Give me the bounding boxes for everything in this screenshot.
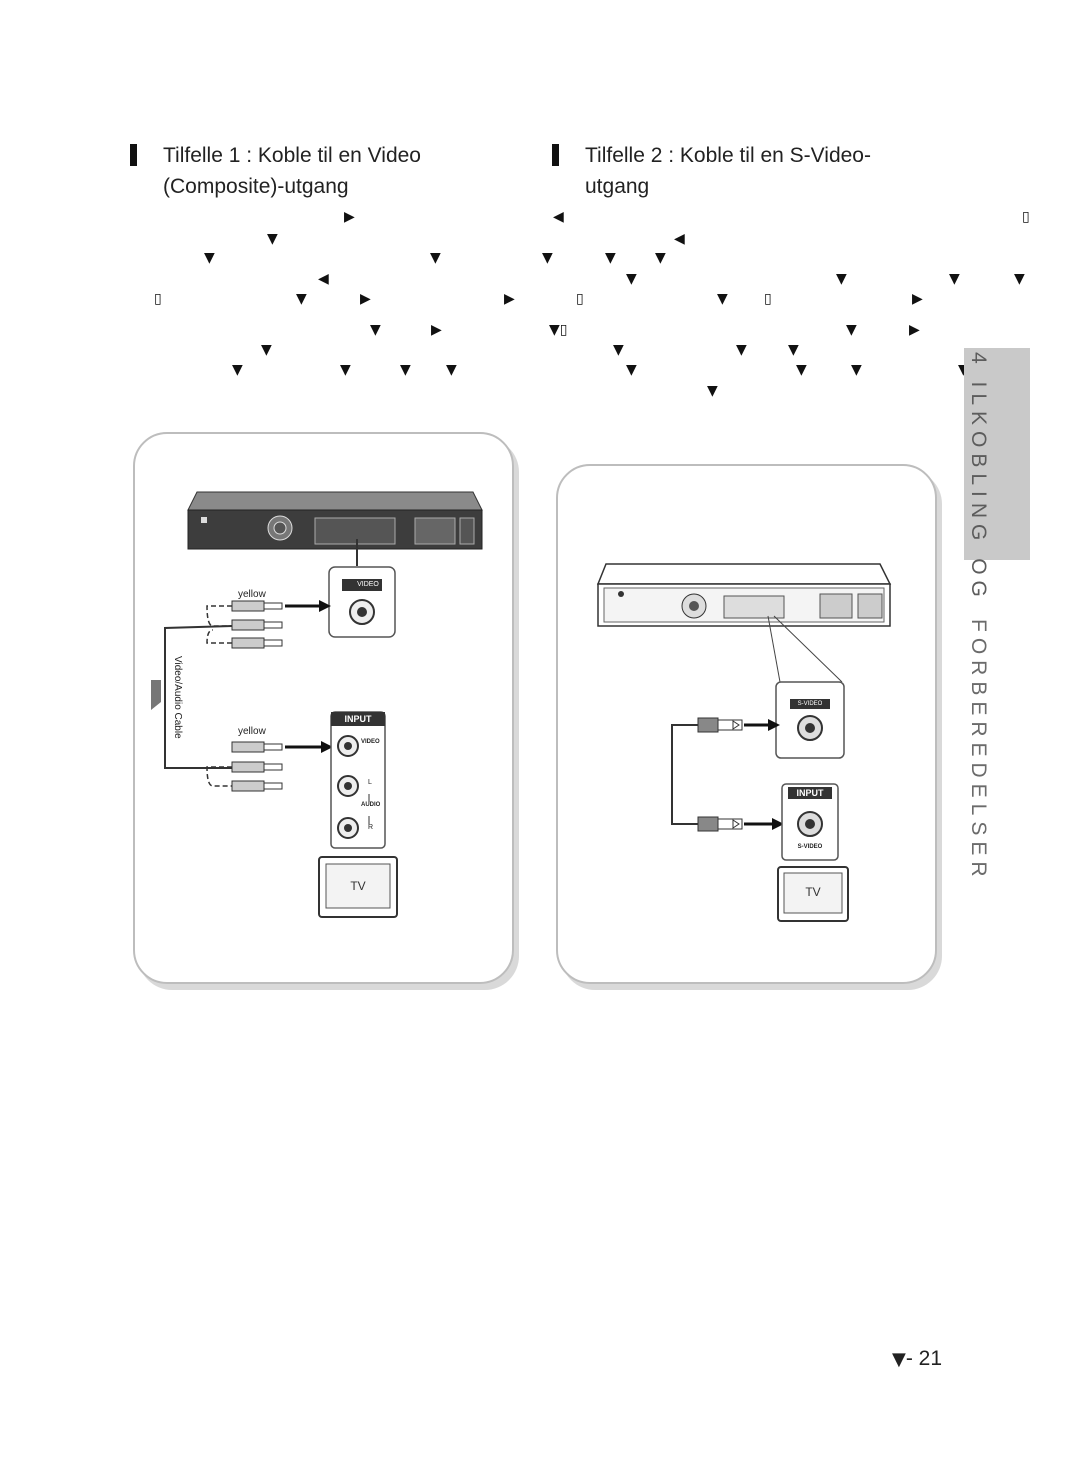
triangle-down-icon: ▼ bbox=[1014, 271, 1025, 287]
triangle-right-icon: ▶ bbox=[504, 291, 515, 307]
diagram-panel-svideo: S-VIDEO INPUT S-VIDEO TV bbox=[556, 464, 937, 984]
heading-case-1-line2: (Composite)-utgang bbox=[163, 175, 349, 198]
triangle-down-icon: ▼ bbox=[400, 362, 411, 378]
upper-rca-plugs bbox=[231, 600, 283, 649]
chapter-tab-highlight bbox=[964, 348, 1030, 560]
input-panel-label: INPUT bbox=[796, 788, 824, 798]
triangle-right-icon: ▶ bbox=[344, 209, 355, 225]
triangle-down-icon: ▼ bbox=[370, 322, 381, 338]
dvd-recorder-device bbox=[187, 491, 483, 550]
tv-set bbox=[777, 866, 849, 922]
missing-glyph-icon: ▯ bbox=[154, 291, 162, 307]
tv-label: TV bbox=[805, 885, 821, 899]
triangle-down-icon: ▼ bbox=[851, 362, 862, 378]
triangle-down-icon: ▼ bbox=[232, 362, 243, 378]
tv-input-panel bbox=[781, 783, 839, 861]
triangle-down-icon: ▼▯ bbox=[549, 322, 568, 338]
input-video-label: VIDEO bbox=[361, 739, 380, 745]
lower-rca-plugs bbox=[231, 741, 283, 792]
input-audio-label: AUDIO bbox=[361, 802, 381, 808]
input-l-label: L bbox=[368, 779, 372, 786]
triangle-down-icon: ▼ bbox=[626, 271, 637, 287]
cable-color-top: yellow bbox=[238, 589, 266, 600]
triangle-down-icon: ▼ bbox=[796, 362, 807, 378]
triangle-left-icon: ◀ bbox=[674, 231, 685, 247]
tv-input-panel bbox=[330, 711, 386, 849]
triangle-down-icon: ▼ bbox=[958, 363, 969, 377]
svideo-jack-label: S-VIDEO bbox=[797, 701, 823, 707]
triangle-down-icon: ▼ bbox=[788, 342, 799, 358]
svideo-out-jack-zoom bbox=[775, 681, 845, 759]
triangle-down-icon: ▼ bbox=[836, 271, 847, 287]
triangle-down-icon: ▼ bbox=[446, 362, 457, 378]
chapter-tab-rest-text: FORBEREDELSER bbox=[967, 618, 990, 883]
page-number-text: - 21 bbox=[905, 1347, 943, 1370]
triangle-down-icon: ▼ bbox=[949, 271, 960, 287]
video-out-jack-zoom bbox=[328, 566, 396, 638]
triangle-left-icon: ◀ bbox=[553, 209, 564, 225]
triangle-down-icon: ▼ bbox=[267, 231, 278, 247]
svideo-diagram bbox=[596, 563, 892, 922]
video-jack-label: VIDEO bbox=[357, 581, 379, 588]
triangle-down-icon: ▼ bbox=[296, 291, 307, 307]
heading-case-2-line2: utgang bbox=[585, 175, 650, 198]
triangle-down-icon: ▼ bbox=[613, 342, 624, 358]
composite-diagram bbox=[151, 491, 483, 918]
heading-case-2-line1: Tilfelle 2 : Koble til en S-Video- bbox=[585, 144, 871, 167]
triangle-down-icon: ▼ bbox=[846, 322, 857, 338]
triangle-down-icon: ▼ bbox=[892, 1349, 906, 1370]
heading-bar-icon bbox=[552, 144, 559, 166]
triangle-down-icon: ▼ bbox=[204, 250, 215, 266]
chapter-tab-text: 4 ILKOBLING OG FORBEREDELSER bbox=[966, 352, 1006, 882]
triangle-right-icon: ▶ bbox=[431, 322, 442, 338]
heading-case-1-line1: Tilfelle 1 : Koble til en Video bbox=[163, 144, 421, 167]
page-number: ▼- 21 bbox=[892, 1347, 942, 1371]
cable-label: Video/Audio Cable bbox=[172, 656, 183, 739]
triangle-down-icon: ▼ bbox=[605, 250, 616, 266]
triangle-right-icon: ▶ bbox=[912, 291, 923, 307]
dvd-recorder-device bbox=[596, 563, 892, 627]
triangle-down-icon: ▼ bbox=[430, 250, 441, 266]
triangle-left-icon: ◀ bbox=[318, 271, 329, 287]
triangle-down-icon: ▼ bbox=[261, 342, 272, 358]
input-panel-label: INPUT bbox=[344, 714, 372, 724]
svideo-plug-bottom bbox=[697, 816, 743, 832]
triangle-down-icon: ▼ bbox=[707, 383, 718, 399]
input-svideo-label: S-VIDEO bbox=[797, 844, 823, 850]
triangle-right-icon: ▶ bbox=[360, 291, 371, 307]
triangle-right-icon: ▶ bbox=[909, 322, 920, 338]
heading-case-2: Tilfelle 2 : Koble til en S-Video- utgan… bbox=[552, 140, 925, 202]
heading-bar-icon bbox=[130, 144, 137, 166]
svideo-plug-top bbox=[697, 717, 743, 733]
triangle-down-icon: ▼ bbox=[626, 362, 637, 378]
chapter-tab-highlight-text: 4 ILKOBLING OG bbox=[967, 352, 990, 603]
heading-case-1: Tilfelle 1 : Koble til en Video (Composi… bbox=[130, 140, 503, 202]
triangle-down-icon: ▼ bbox=[542, 250, 553, 266]
triangle-down-icon: ▼ bbox=[717, 291, 728, 307]
triangle-down-icon: ▼ bbox=[340, 362, 351, 378]
missing-glyph-icon: ▯ bbox=[1022, 209, 1030, 225]
tv-set bbox=[318, 856, 398, 918]
missing-glyph-icon: ▯ bbox=[764, 291, 772, 307]
tv-label: TV bbox=[350, 879, 366, 893]
missing-glyph-icon: ▯ bbox=[576, 291, 584, 307]
triangle-down-icon: ▼ bbox=[736, 342, 747, 358]
diagram-panel-composite: VIDEO yellow Video/Audio Cable yellow IN… bbox=[133, 432, 514, 984]
input-r-label: R bbox=[368, 824, 374, 831]
triangle-down-icon: ▼ bbox=[655, 250, 666, 266]
cable-color-bottom: yellow bbox=[238, 726, 266, 737]
